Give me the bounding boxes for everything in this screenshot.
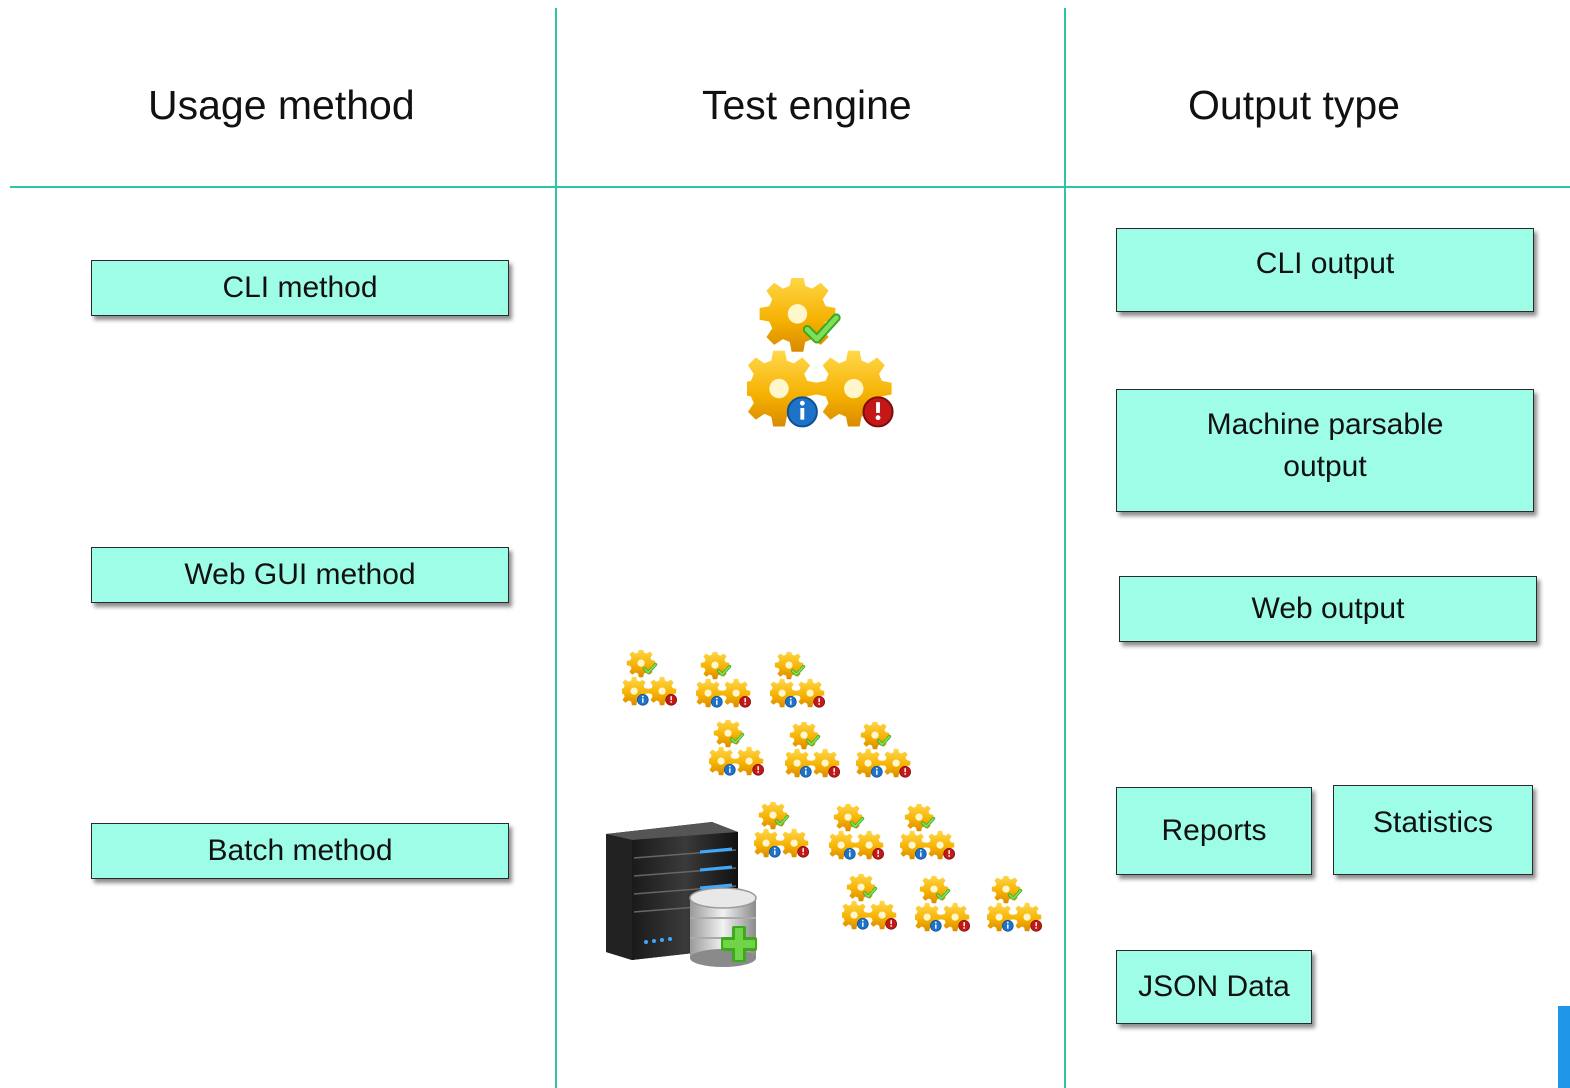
cli-output-box[interactable]: CLI output bbox=[1116, 228, 1534, 312]
web-output-box[interactable]: Web output bbox=[1119, 576, 1537, 642]
small-gear-group-icon bbox=[785, 722, 847, 782]
small-gear-group-icon bbox=[622, 650, 684, 710]
batch-method-box[interactable]: Batch method bbox=[91, 823, 509, 879]
small-gear-group-icon bbox=[900, 804, 962, 864]
blue-accent-bar bbox=[1558, 1006, 1570, 1088]
column-divider-right bbox=[1064, 8, 1066, 1088]
statistics-box[interactable]: Statistics bbox=[1333, 785, 1533, 875]
column-divider-left bbox=[555, 8, 557, 1088]
small-gear-group-icon bbox=[915, 876, 977, 936]
cli-method-box[interactable]: CLI method bbox=[91, 260, 509, 316]
header-divider bbox=[10, 186, 1570, 188]
web-gui-method-box[interactable]: Web GUI method bbox=[91, 547, 509, 603]
usage-method-title: Usage method bbox=[148, 82, 415, 128]
gear-group-icon bbox=[747, 278, 912, 440]
small-gear-group-icon bbox=[987, 876, 1049, 936]
database-server-icon bbox=[606, 822, 757, 967]
small-gear-group-icon bbox=[856, 722, 918, 782]
small-gear-group-icon bbox=[842, 874, 904, 934]
small-gear-group-icon bbox=[696, 652, 758, 712]
machine-parsable-output-box[interactable]: Machine parsable output bbox=[1116, 389, 1534, 512]
small-gear-group-icon bbox=[770, 652, 832, 712]
json-data-box[interactable]: JSON Data bbox=[1116, 950, 1312, 1024]
small-gear-group-icon bbox=[709, 720, 771, 780]
output-type-title: Output type bbox=[1188, 82, 1400, 128]
reports-box[interactable]: Reports bbox=[1116, 787, 1312, 875]
test-engine-title: Test engine bbox=[702, 82, 912, 128]
small-gear-group-icon bbox=[829, 804, 891, 864]
